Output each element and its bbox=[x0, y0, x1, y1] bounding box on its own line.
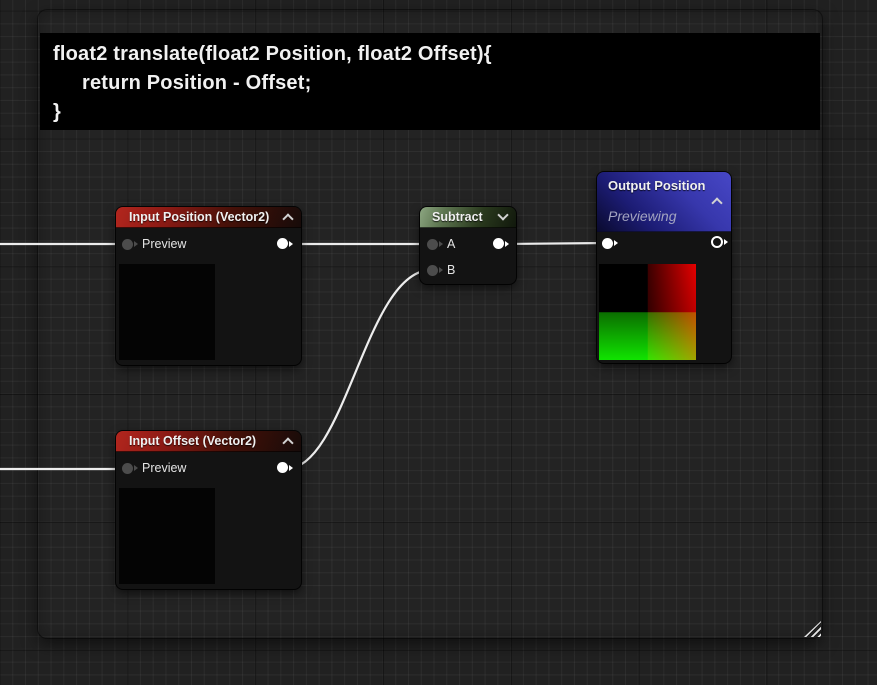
pin-label: Preview bbox=[142, 237, 187, 251]
node-title: Input Position (Vector2) bbox=[129, 210, 270, 224]
preview-input-pin[interactable] bbox=[122, 238, 138, 250]
code-line: } bbox=[53, 101, 61, 123]
output-pin[interactable] bbox=[493, 238, 509, 249]
input-pin-row bbox=[602, 235, 618, 251]
node-input-position[interactable]: Input Position (Vector2) Preview bbox=[116, 207, 301, 365]
node-title: Output Position bbox=[608, 178, 706, 193]
input-pin[interactable] bbox=[602, 237, 618, 249]
previewing-status: Previewing bbox=[608, 208, 677, 224]
output-pin[interactable] bbox=[711, 236, 728, 248]
preview-pin-row: Preview bbox=[122, 460, 186, 476]
chevron-down-icon[interactable] bbox=[497, 209, 509, 221]
output-pin[interactable] bbox=[277, 238, 293, 249]
preview-image bbox=[119, 264, 215, 360]
green-gradient-layer bbox=[599, 264, 696, 360]
pin-label: A bbox=[447, 237, 456, 251]
chevron-up-icon[interactable] bbox=[711, 197, 723, 209]
node-output-position[interactable]: Output Position Previewing bbox=[597, 172, 731, 363]
uv-preview-image bbox=[599, 264, 696, 360]
code-comment-box: float2 translate(float2 Position, float2… bbox=[40, 33, 820, 130]
node-subtract[interactable]: Subtract A B bbox=[420, 207, 516, 284]
node-header[interactable]: Input Position (Vector2) bbox=[116, 207, 301, 228]
node-title: Input Offset (Vector2) bbox=[129, 434, 257, 448]
input-pin-b[interactable] bbox=[427, 264, 443, 276]
node-header[interactable]: Output Position Previewing bbox=[597, 172, 731, 232]
node-header[interactable]: Input Offset (Vector2) bbox=[116, 431, 301, 452]
pin-label: Preview bbox=[142, 461, 187, 475]
code-line: float2 translate(float2 Position, float2… bbox=[53, 43, 492, 65]
node-title: Subtract bbox=[432, 210, 483, 224]
chevron-up-icon[interactable] bbox=[282, 213, 294, 225]
preview-pin-row: Preview bbox=[122, 236, 186, 252]
node-input-offset[interactable]: Input Offset (Vector2) Preview bbox=[116, 431, 301, 589]
pin-label: B bbox=[447, 263, 456, 277]
node-header[interactable]: Subtract bbox=[420, 207, 516, 228]
preview-input-pin[interactable] bbox=[122, 462, 138, 474]
pin-row-b: B bbox=[427, 262, 455, 278]
wire-offset-to-subtract-b[interactable] bbox=[284, 268, 433, 471]
wire-subtract-to-output[interactable] bbox=[500, 241, 610, 246]
pin-row-a: A bbox=[427, 236, 455, 252]
output-pin[interactable] bbox=[277, 462, 293, 473]
preview-image bbox=[119, 488, 215, 584]
input-pin-a[interactable] bbox=[427, 238, 443, 250]
chevron-up-icon[interactable] bbox=[282, 437, 294, 449]
code-line: return Position - Offset; bbox=[82, 72, 312, 94]
